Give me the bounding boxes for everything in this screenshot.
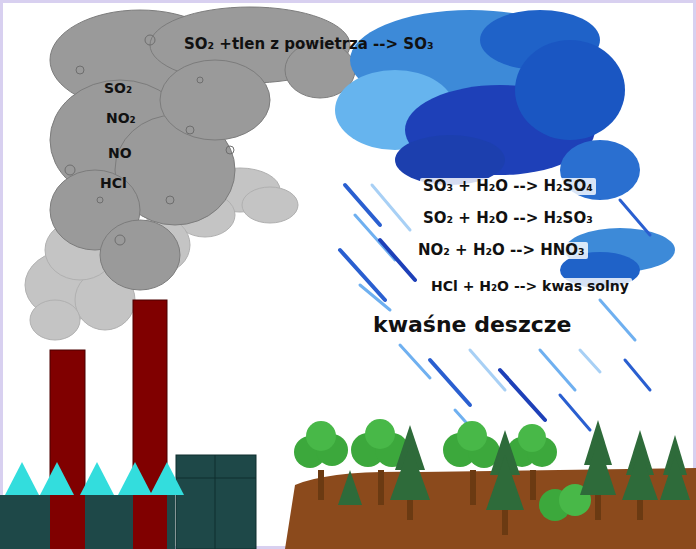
- smoke-specks-part: [197, 77, 203, 83]
- factory-part: [40, 462, 74, 495]
- factory-part: [80, 462, 114, 495]
- reaction-equation: SO₂ + H₂O --> H₂SO₃: [420, 210, 596, 227]
- trees-part: [622, 450, 658, 500]
- light-smoke-part: [242, 187, 298, 223]
- rain-streaks-part: [400, 345, 430, 378]
- factory-part: [176, 455, 256, 549]
- trees-part: [318, 470, 324, 500]
- rain-streaks-part: [430, 360, 470, 405]
- factory-part: [133, 300, 167, 549]
- smoke-specks-part: [115, 235, 125, 245]
- factory-part: [133, 495, 167, 549]
- rain-streaks-part: [540, 350, 575, 390]
- trees-part: [390, 445, 430, 500]
- rain-streaks-part: [600, 300, 635, 340]
- trees-part: [530, 470, 536, 500]
- diagram-caption-label: kwaśne deszcze: [370, 312, 574, 337]
- smoke-specks-part: [76, 66, 84, 74]
- trees-part: [338, 470, 362, 505]
- rain-streaks-part: [360, 285, 390, 310]
- factory: [0, 300, 256, 549]
- gas-label: NO: [108, 145, 132, 161]
- trees-part: [378, 470, 384, 505]
- rain-streaks-part: [380, 240, 415, 280]
- smoke-specks-part: [65, 165, 75, 175]
- trees: [294, 419, 690, 535]
- trees-part: [407, 500, 413, 520]
- factory-part: [0, 495, 175, 549]
- trees-part: [518, 424, 546, 452]
- rain-streaks-part: [560, 395, 590, 430]
- rain-streaks-part: [345, 185, 380, 225]
- rain-streaks-part: [500, 370, 545, 420]
- smoke-specks-part: [226, 146, 234, 154]
- reaction-equation: HCl + H₂O --> kwas solny: [428, 278, 632, 294]
- factory-part: [50, 495, 85, 549]
- smoke-specks-part: [166, 196, 174, 204]
- trees-part: [470, 470, 476, 505]
- rain-streaks: [340, 185, 650, 438]
- trees-part: [502, 510, 508, 535]
- trees-part: [580, 440, 616, 495]
- rain-streaks-part: [625, 360, 650, 390]
- rain-streaks-part: [620, 200, 650, 235]
- trees-part: [637, 500, 643, 520]
- rain-streaks-part: [340, 250, 385, 300]
- factory-part: [5, 462, 39, 495]
- reaction-equation: SO₃ + H₂O --> H₂SO₄: [420, 178, 596, 195]
- smoke-specks-part: [186, 126, 194, 134]
- reaction-note: SO₂ +tlen z powietrza --> SO₃: [184, 36, 433, 53]
- factory-part: [176, 478, 256, 479]
- smoke-specks-part: [97, 197, 103, 203]
- gas-label: SO₂: [104, 80, 132, 96]
- factory-part: [215, 455, 216, 549]
- trees-part: [660, 455, 690, 500]
- light-smoke-part: [30, 300, 80, 340]
- trees-part: [365, 419, 395, 449]
- factory-part: [50, 350, 85, 549]
- rain-streaks-part: [580, 350, 600, 372]
- factory-part: [118, 462, 152, 495]
- smoke-specks-part: [145, 35, 155, 45]
- smoke-specks: [65, 35, 234, 245]
- trees-part: [595, 495, 601, 520]
- rain-streaks-part: [372, 185, 410, 230]
- smoke-cloud-part: [100, 220, 180, 290]
- reaction-equation: NO₂ + H₂O --> HNO₃: [415, 242, 588, 259]
- gas-label: HCl: [100, 175, 127, 191]
- trees-part: [306, 421, 336, 451]
- gas-label: NO₂: [106, 110, 136, 126]
- blue-clouds-part: [515, 40, 625, 140]
- trees-part: [486, 455, 524, 510]
- trees-part: [457, 421, 487, 451]
- smoke-cloud-part: [160, 60, 270, 140]
- factory-part: [150, 462, 184, 495]
